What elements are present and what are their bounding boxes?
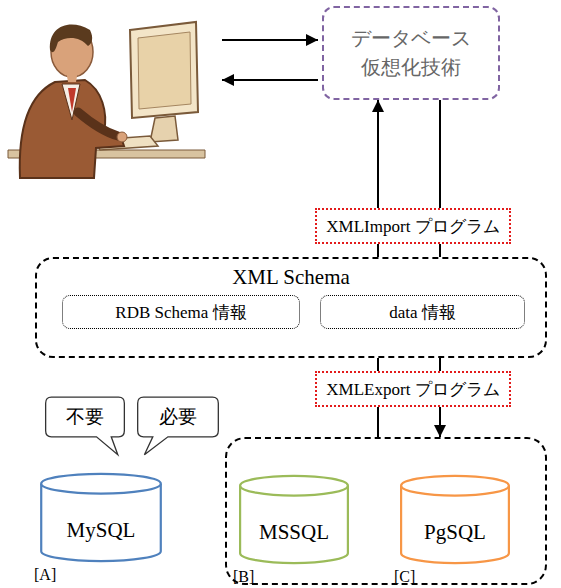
speech-bubble: 不要 [44,396,126,456]
flow-line [377,100,379,208]
suit-body [20,80,124,178]
node-label: データベース 仮想化技術 [338,24,484,82]
database-cylinder: MySQL[A] [40,472,162,562]
program-box: XMLImport プログラム [315,208,511,244]
arm [78,112,118,136]
callout-label: [C] [394,568,415,586]
node-label: XMLImport プログラム [326,215,499,238]
info-box: RDB Schema 情報 [62,295,300,329]
flow-line [439,358,441,371]
node-label: data 情報 [389,301,456,324]
callout-label: [A] [34,566,56,584]
cylinder-outline [40,472,162,562]
callout-label: [B] [233,568,254,586]
info-box: data 情報 [320,295,525,329]
monitor [130,22,198,118]
cylinder-outline [400,474,510,564]
tie [68,88,76,112]
flow-line [377,358,379,371]
speech-bubble: 必要 [136,396,220,456]
flow-line [439,100,441,208]
monitor-screen [138,32,191,109]
node-label: 不要 [66,404,104,430]
program-box: XMLExport プログラム [315,371,511,407]
monitor-stand [150,116,178,142]
node-label: XML Schema [37,265,545,290]
response-arrow [222,79,318,81]
flow-line [377,407,379,437]
request-arrow [222,39,318,41]
node-label: PgSQL [424,520,486,545]
cylinder-outline [239,474,349,564]
virtualization-box: データベース 仮想化技術 [322,6,500,100]
node-label: RDB Schema 情報 [115,301,246,324]
hand [117,132,127,142]
database-cylinder: MSSQL[B] [239,474,349,564]
person-at-computer [8,22,205,178]
node-label: MSSQL [259,520,329,545]
flow-line [439,407,441,437]
neck [66,70,78,82]
target-group: MSSQL[B]PgSQL[C] [225,437,547,585]
node-label: MySQL [67,518,136,543]
flow-line [377,244,379,257]
node-label: 必要 [159,404,197,430]
schema-group: XML SchemaRDB Schema 情報 data 情報 [35,257,547,358]
hair [50,24,92,52]
node-label: XMLExport プログラム [326,378,499,401]
database-cylinder: PgSQL[C] [400,474,510,564]
flow-line [439,244,441,257]
